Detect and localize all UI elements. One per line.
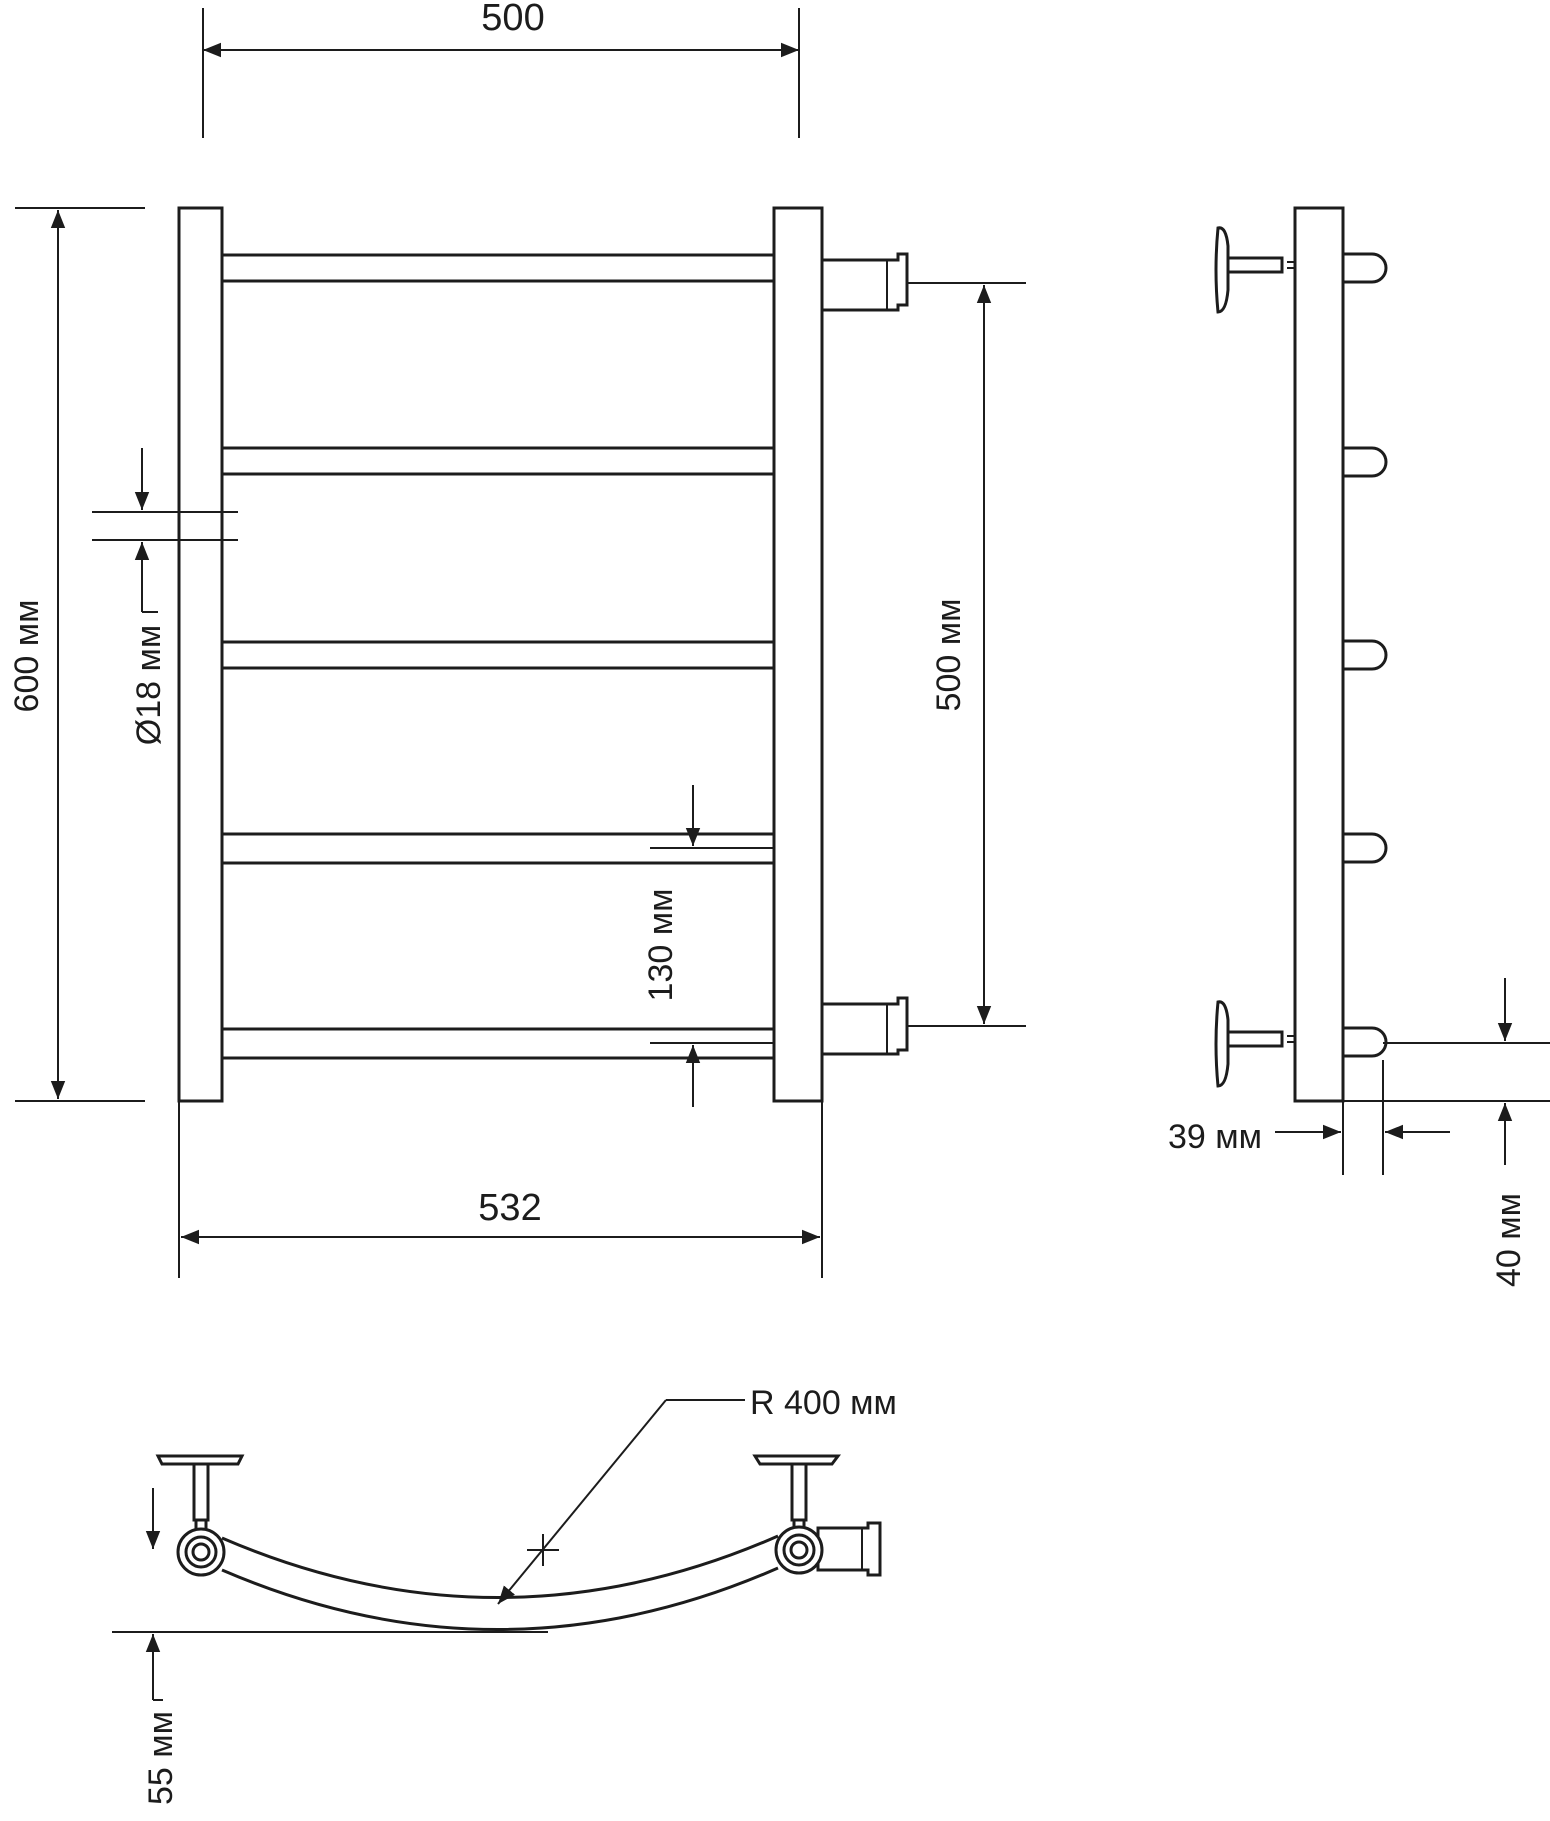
side-post <box>1293 206 1345 1103</box>
right-top-bracket <box>752 1454 882 1577</box>
height-dimension: 600 мм <box>8 207 145 1102</box>
rung-spacing-dimension: 130 мм <box>642 785 774 1107</box>
side-rung-ends <box>1343 252 1388 1058</box>
depth-offset-dimension: 39 мм <box>1168 1060 1450 1175</box>
radius-label: R 400 мм <box>750 1384 897 1422</box>
rung-end <box>1343 1026 1388 1058</box>
wall-offset-label: 55 мм <box>142 1711 180 1805</box>
front-view: 500 600 мм <box>8 0 1026 1278</box>
tube-diameter-dimension: Ø18 мм <box>92 448 238 745</box>
curved-tube-outer <box>221 1566 779 1631</box>
bottom-offset-label: 40 мм <box>1490 1193 1528 1287</box>
rung <box>220 253 776 283</box>
bottom-connection-fitting <box>822 996 909 1056</box>
wall-offset-dimension: 55 мм <box>142 1634 180 1805</box>
left-top-bracket <box>145 1454 245 1577</box>
rung <box>220 446 776 476</box>
left-post <box>177 206 224 1103</box>
top-connection-fitting <box>822 252 909 312</box>
top-width-label: 500 <box>481 0 544 39</box>
height-label: 600 мм <box>8 600 46 713</box>
rung <box>220 640 776 670</box>
tube-diameter-label: Ø18 мм <box>130 625 168 745</box>
right-post <box>772 206 824 1103</box>
radius-dimension: R 400 мм <box>497 1384 897 1605</box>
depth-offset-label: 39 мм <box>1168 1118 1262 1156</box>
connection-distance-label: 500 мм <box>930 599 968 712</box>
rung-spacing-label: 130 мм <box>642 889 680 1002</box>
rung-end <box>1343 446 1388 478</box>
rung-end <box>1343 832 1388 864</box>
bottom-offset-dimension: 40 мм <box>1343 978 1550 1287</box>
top-wall-bracket <box>1214 226 1295 314</box>
side-view: 39 мм 40 мм <box>1168 206 1550 1287</box>
top-width-dimension: 500 <box>202 0 800 138</box>
rung-end <box>1343 639 1388 671</box>
top-view: R 400 мм 55 мм <box>112 1384 897 1805</box>
connection-distance-dimension: 500 мм <box>907 282 1026 1027</box>
bottom-wall-bracket <box>1214 1000 1295 1088</box>
curved-tube-inner <box>221 1534 779 1599</box>
bottom-width-dimension: 532 <box>178 1101 823 1278</box>
rung-end <box>1343 252 1388 284</box>
rungs <box>220 253 776 1060</box>
bottom-width-label: 532 <box>478 1187 541 1229</box>
